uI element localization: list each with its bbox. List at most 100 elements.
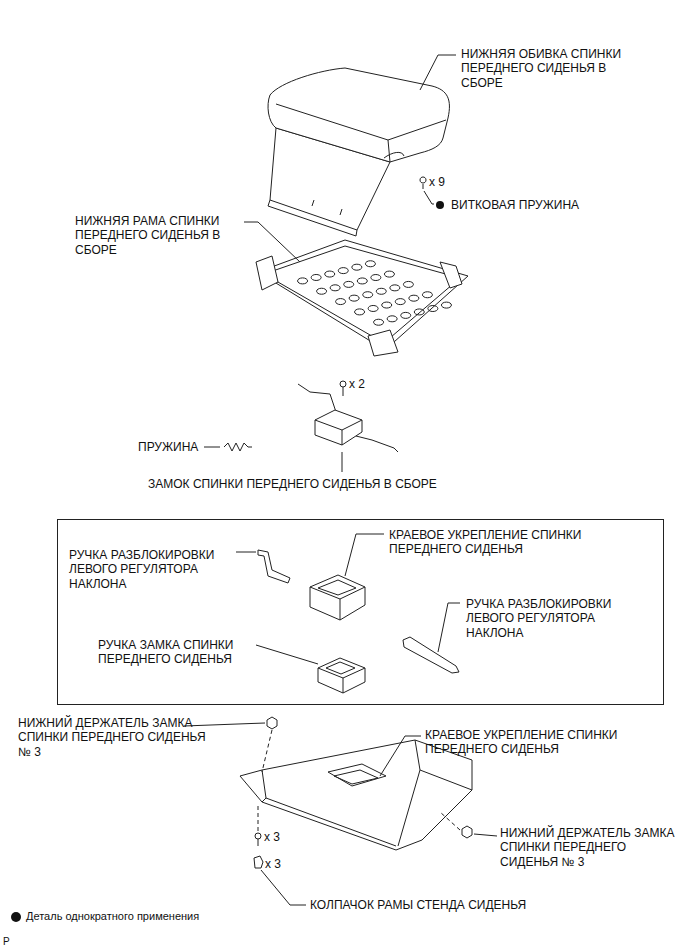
inset-frame: РУЧКА РАЗБЛОКИРОВКИ ЛЕВОГО РЕГУЛЯТОРА НА… <box>57 519 664 705</box>
rod-part <box>403 637 459 673</box>
frame-hole <box>325 271 335 277</box>
part-label: РУЧКА ЗАМКА СПИНКИ ПЕРЕДНЕГО СИДЕНЬЯ <box>98 638 258 667</box>
frame-part <box>368 330 398 356</box>
leader-line <box>420 55 456 90</box>
frame-part <box>256 256 278 290</box>
holder-part <box>267 717 277 729</box>
lock-handle-part <box>318 658 365 693</box>
frame-hole <box>374 319 384 325</box>
frame-hole <box>365 261 375 267</box>
quantity-label: x 3 <box>264 830 280 844</box>
leader-line <box>256 645 318 664</box>
frame-hole <box>376 288 386 294</box>
part-label: РУЧКА РАЗБЛОКИРОВКИ ЛЕВОГО РЕГУЛЯТОРА НА… <box>466 597 622 640</box>
frame-hole <box>395 299 405 305</box>
dashed-line <box>258 806 259 832</box>
leader-line <box>424 191 434 204</box>
page-mark: P <box>3 936 10 948</box>
frame-hole <box>344 281 354 287</box>
frame-hole <box>422 292 432 298</box>
cap-part <box>254 856 263 868</box>
bracket-part <box>262 770 396 846</box>
frame-hole <box>428 306 438 312</box>
lock-handle-part <box>318 668 365 693</box>
reinforcement-part <box>318 580 356 595</box>
lock-part <box>298 384 336 412</box>
frame-part <box>258 240 468 350</box>
frame-hole <box>414 309 424 315</box>
frame-hole <box>363 292 373 298</box>
handle-part <box>258 550 290 583</box>
reinforcement-part <box>310 575 365 620</box>
dashed-line <box>440 812 460 830</box>
frame-hole <box>368 305 378 311</box>
frame-hole <box>401 312 411 318</box>
single-use-dot <box>11 912 21 922</box>
frame-part <box>264 246 460 343</box>
lock-part <box>298 384 398 452</box>
leader-line <box>420 55 456 90</box>
spring-symbol <box>224 443 252 451</box>
leader-line <box>236 552 256 553</box>
leader-line <box>261 870 306 905</box>
lock-handle-part <box>318 658 365 693</box>
frame-hole <box>384 271 394 277</box>
lock-part <box>356 436 398 452</box>
frame-hole <box>317 288 327 294</box>
cushion-part <box>268 68 449 236</box>
frame-hole <box>403 281 413 287</box>
quantity-label: x 9 <box>429 175 445 189</box>
part-label: РУЧКА РАЗБЛОКИРОВКИ ЛЕВОГО РЕГУЛЯТОРА НА… <box>69 548 241 591</box>
part-label: НИЖНИЙ ДЕРЖАТЕЛЬ ЗАМКА СПИНКИ ПЕРЕДНЕГО … <box>18 716 208 759</box>
bracket-part <box>334 770 378 784</box>
reinforcement-part <box>310 575 365 620</box>
frame-hole <box>298 261 452 325</box>
frame-hole <box>336 299 346 305</box>
frame-hole <box>349 295 359 301</box>
lock-part <box>315 410 362 445</box>
frame-hole <box>330 285 340 291</box>
handle-part <box>258 550 290 583</box>
frame-part <box>256 240 468 356</box>
cushion-part <box>388 140 390 162</box>
part-label: НИЖНИЙ ДЕРЖАТЕЛЬ ЗАМКА СПИНКИ ПЕРЕДНЕГО … <box>500 826 682 869</box>
leader-line <box>204 447 220 448</box>
frame-hole <box>409 295 419 301</box>
leader-line <box>244 222 300 262</box>
leader-line <box>345 534 384 576</box>
quantity-label: x 3 <box>265 857 281 871</box>
single-use-dot <box>11 912 21 922</box>
leader-line <box>342 452 343 472</box>
frame-hole <box>382 302 392 308</box>
part-label: НИЖНЯЯ РАМА СПИНКИ ПЕРЕДНЕГО СИДЕНЬЯ В С… <box>75 214 245 257</box>
cushion-part <box>268 200 357 236</box>
holder-part <box>462 826 472 838</box>
cushion-part <box>384 152 404 158</box>
part-label: КРАЕВОЕ УКРЕПЛЕНИЕ СПИНКИ ПЕРЕДНЕГО СИДЕ… <box>389 528 614 557</box>
lock-part <box>315 420 362 445</box>
quantity-label: x 2 <box>349 377 365 391</box>
legend-row: Деталь однократного применения <box>26 910 199 923</box>
part-label: ПРУЖИНА <box>138 440 198 454</box>
frame-hole <box>441 302 451 308</box>
frame-hole <box>371 275 381 281</box>
screw-symbol <box>340 381 346 387</box>
screw-symbol <box>255 833 261 846</box>
legend-text: Деталь однократного применения <box>26 910 199 923</box>
frame-hole <box>298 278 308 284</box>
dashed-line <box>262 730 272 772</box>
part-label: НИЖНЯЯ ОБИВКА СПИНКИ ПЕРЕДНЕГО СИДЕНЬЯ В… <box>461 47 646 90</box>
frame-hole <box>355 309 365 315</box>
leader-line <box>380 736 421 776</box>
single-use-dot <box>436 201 444 209</box>
single-use-dot <box>436 201 444 209</box>
part-label: ВИТКОВАЯ ПРУЖИНА <box>451 198 579 212</box>
bracket-part <box>328 764 386 786</box>
leader-line <box>184 723 265 726</box>
cushion-part <box>268 68 449 162</box>
cushion-part <box>312 200 342 215</box>
spring-symbol <box>224 443 252 451</box>
bracket-part <box>240 740 472 850</box>
